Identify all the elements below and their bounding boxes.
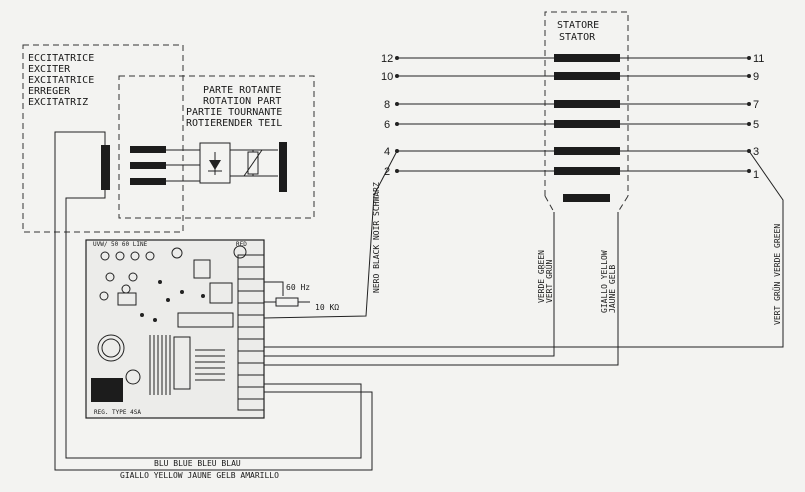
freq-label: 60 Hz — [286, 283, 310, 292]
exciter-label-0: ECCITATRICE — [28, 53, 94, 64]
yellow-label-0: GIALLO YELLOW — [600, 250, 609, 313]
terminal-5: 5 — [753, 119, 759, 131]
stator-windings — [395, 54, 751, 202]
rotor-coil-2 — [130, 162, 166, 169]
resistor-10k — [275, 297, 299, 307]
exciter-label-4: EXCITATRIZ — [28, 97, 88, 108]
blue-wire — [65, 190, 362, 459]
svg-text:RED: RED — [236, 241, 247, 248]
exciter-box — [22, 44, 184, 233]
terminal-11: 11 — [753, 53, 764, 65]
main-field-coil — [279, 142, 287, 192]
terminal-4: 4 — [384, 146, 390, 158]
terminal-7: 7 — [753, 99, 759, 111]
rotor-coil-3 — [130, 178, 166, 185]
terminal-8: 8 — [384, 99, 390, 111]
terminal-3: 3 — [753, 146, 759, 158]
freq-jumper — [264, 281, 284, 296]
terminal-numbers-left: 12 10 8 6 4 2 — [381, 53, 393, 178]
exciter-label-3: ERREGER — [28, 86, 71, 97]
terminal-2: 2 — [384, 166, 390, 178]
board-bottom-tag: REG. TYPE 4SA — [94, 409, 141, 416]
exciter-label-1: EXCITER — [28, 64, 71, 75]
green-left-label-0: VERDE GREEN — [537, 250, 546, 303]
terminal-9: 9 — [753, 71, 759, 83]
blue-wire-label: BLU BLUE BLEU BLAU — [154, 459, 241, 468]
rectifier-bridge — [199, 142, 231, 184]
black-wire — [263, 150, 398, 319]
green-left-label-1: VERT GRÜN — [544, 259, 554, 303]
rotating-label-0: PARTE ROTANTE — [203, 85, 281, 96]
terminal-1: 1 — [753, 169, 759, 181]
rotating-part-box — [118, 75, 315, 219]
stator-label-0: STATORE — [557, 20, 599, 31]
stator-label-1: STATOR — [559, 32, 596, 43]
aux-winding — [563, 194, 610, 202]
green-right-label: VERT GRÜN VERDE GREEN — [772, 224, 782, 325]
terminal-6: 6 — [384, 119, 390, 131]
rotating-labels: PARTE ROTANTE ROTATION PART PARTIE TOURN… — [186, 85, 282, 129]
rotating-label-3: ROTIERENDER TEIL — [186, 118, 282, 129]
exciter-labels: ECCITATRICE EXCITER EXCITATRICE ERREGER … — [28, 53, 94, 108]
avr-board: UVW/ 50 60 LINE RED REG. TYPE 4SA — [85, 239, 265, 419]
rotating-label-2: PARTIE TOURNANTE — [186, 107, 282, 118]
rotor-coil-1 — [130, 146, 166, 153]
terminal-numbers-right: 11 9 7 5 3 1 — [753, 53, 764, 181]
terminal-10: 10 — [381, 71, 393, 83]
exciter-label-2: EXCITATRICE — [28, 75, 94, 86]
yellow-wire-stator — [264, 212, 619, 366]
yellow-label-1: JAUNE GELB — [608, 265, 617, 313]
green-wire-left — [264, 212, 555, 357]
rotating-label-1: ROTATION PART — [203, 96, 281, 107]
yellow-wire-bottom — [54, 131, 373, 471]
exciter-field-coil — [101, 145, 110, 190]
black-wire-label: NERO BLACK NOIR SCHWARZ — [372, 182, 381, 293]
terminal-12: 12 — [381, 53, 393, 65]
board-top-tag: UVW/ 50 60 LINE — [93, 241, 148, 248]
yellow-bottom-label: GIALLO YELLOW JAUNE GELB AMARILLO — [120, 471, 279, 480]
green-wire-right — [264, 150, 784, 348]
resistor-label: 10 KΩ — [315, 303, 339, 312]
